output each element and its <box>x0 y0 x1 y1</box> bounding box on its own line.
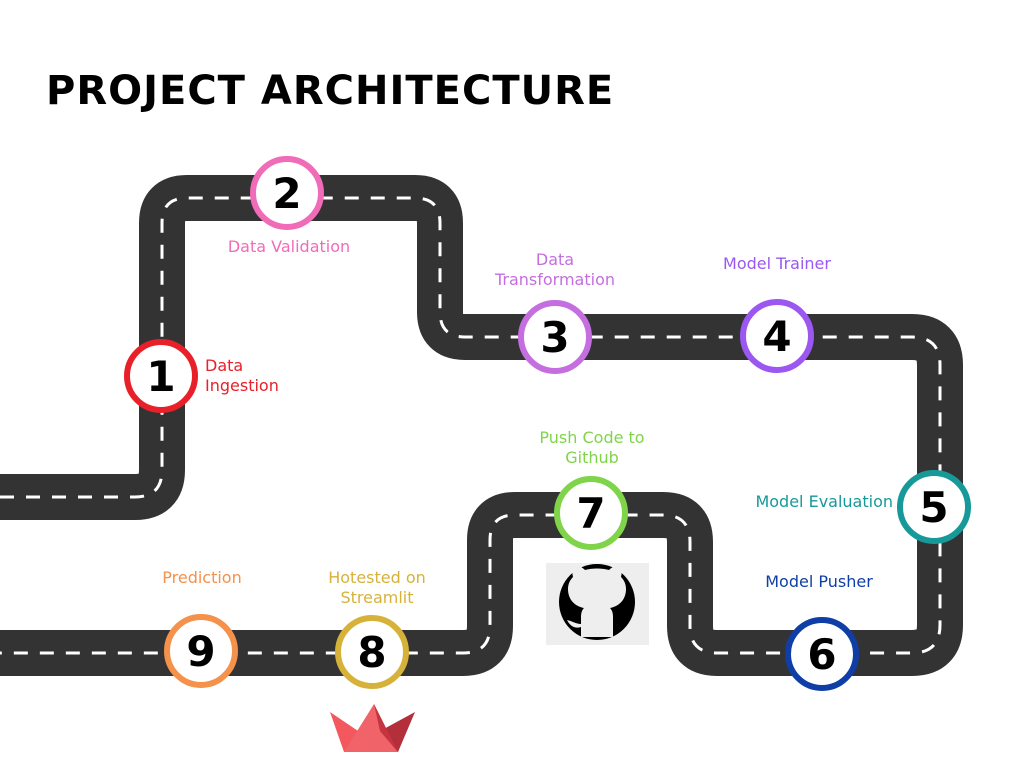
step-label-data-transformation: Data Transformation <box>494 250 616 289</box>
step-number: 4 <box>762 312 791 361</box>
step-label-hosted-on-streamlit: Hotested on Streamlit <box>328 568 426 607</box>
step-number: 8 <box>357 628 386 677</box>
step-circle <box>335 615 409 689</box>
streamlit-icon <box>330 704 415 752</box>
step-label-data-ingestion: Data Ingestion <box>205 356 279 395</box>
step-marker-3: 3 <box>518 300 592 374</box>
github-icon <box>546 563 649 645</box>
step-number: 3 <box>540 313 569 362</box>
step-marker-9: 9 <box>164 614 238 688</box>
step-circle <box>740 299 814 373</box>
step-marker-2: 2 <box>250 156 324 230</box>
step-number: 2 <box>272 169 301 218</box>
step-marker-5: 5 <box>897 470 971 544</box>
step-number: 9 <box>186 627 215 676</box>
step-marker-8: 8 <box>335 615 409 689</box>
step-number: 7 <box>576 489 605 538</box>
step-marker-1: 1 <box>124 339 198 413</box>
step-markers: 1 2 3 4 5 6 7 8 9 <box>124 156 971 691</box>
page-title: PROJECT ARCHITECTURE <box>46 68 615 114</box>
step-label-model-pusher: Model Pusher <box>765 572 873 591</box>
step-marker-6: 6 <box>785 617 859 691</box>
step-label-model-evaluation: Model Evaluation <box>755 492 893 511</box>
step-label-model-trainer: Model Trainer <box>723 254 831 273</box>
step-label-push-code-to-github: Push Code to Github <box>539 428 645 467</box>
step-number: 6 <box>807 630 836 679</box>
step-circle <box>554 476 628 550</box>
step-marker-4: 4 <box>740 299 814 373</box>
step-circle <box>518 300 592 374</box>
step-marker-7: 7 <box>554 476 628 550</box>
step-number: 1 <box>146 352 175 401</box>
step-number: 5 <box>919 483 948 532</box>
step-label-data-validation: Data Validation <box>227 237 351 256</box>
step-label-prediction: Prediction <box>162 568 242 587</box>
step-circle <box>164 614 238 688</box>
step-circle <box>124 339 198 413</box>
step-circle <box>785 617 859 691</box>
step-circle <box>250 156 324 230</box>
step-circle <box>897 470 971 544</box>
